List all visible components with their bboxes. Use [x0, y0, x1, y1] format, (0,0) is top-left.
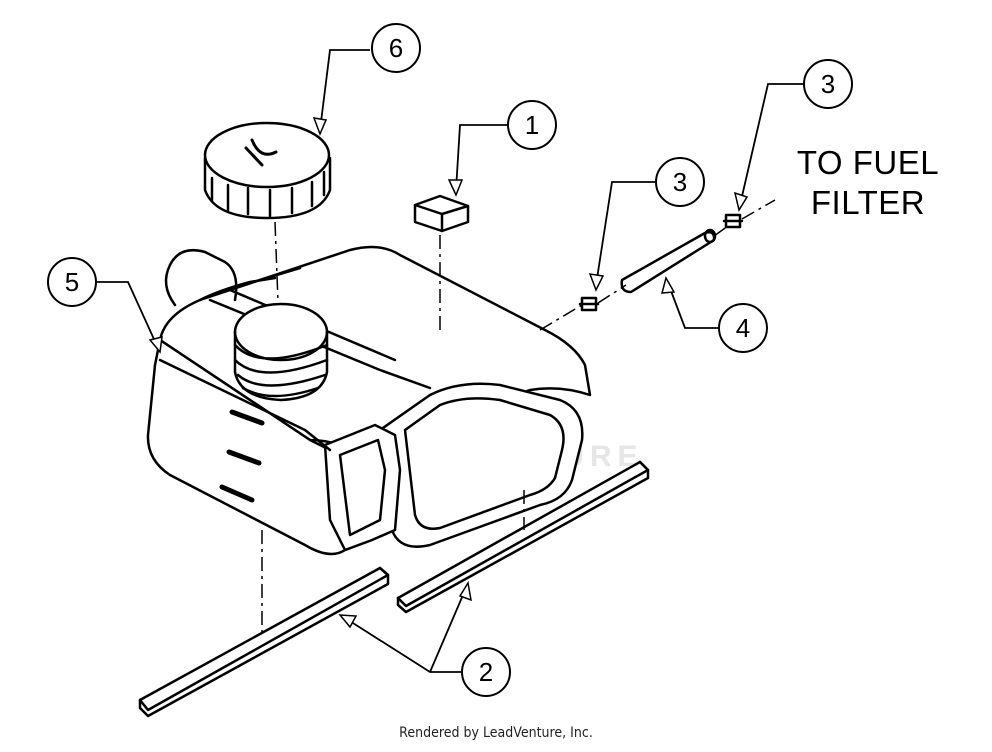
callout-label-6: 6 [389, 33, 403, 63]
callout-label-3b: 3 [821, 69, 835, 99]
arrowhead-3b [733, 191, 749, 212]
arrowhead-1 [447, 179, 464, 197]
mounting-strip-right [396, 460, 650, 614]
mounting-strip-left [138, 566, 390, 718]
callout-label-5: 5 [65, 267, 79, 297]
fuel-tank [146, 245, 592, 556]
callout-circle-4 [718, 303, 768, 353]
callout-label-3a: 3 [673, 167, 687, 197]
arrowhead-5 [148, 336, 163, 354]
callout-circle-6 [371, 23, 421, 73]
callout-circle-3a [655, 157, 705, 207]
callout-label-4: 4 [736, 313, 750, 343]
callout-label-1: 1 [525, 110, 539, 140]
callout-circle-5 [47, 257, 97, 307]
callout-circle-1 [507, 100, 557, 150]
note-line-1: TO FUEL [796, 144, 940, 181]
callout-circle-2 [461, 647, 511, 697]
to-fuel-filter-note: TO FUEL FILTER [778, 143, 958, 223]
arrowhead-2a [338, 614, 358, 629]
arrowhead-3a [588, 273, 605, 292]
hose-clamp-lower [578, 296, 600, 312]
hose-clamp-upper [722, 213, 744, 229]
arrowhead-4 [661, 276, 676, 294]
arrowhead-2b [458, 580, 472, 602]
part-1-block [413, 194, 470, 233]
callout-label-2: 2 [479, 657, 493, 687]
note-line-2: FILTER [810, 184, 926, 221]
render-credit: Rendered by LeadVenture, Inc. [399, 725, 593, 741]
callout-circle-3b [803, 59, 853, 109]
arrowhead-6 [312, 117, 328, 137]
fuel-cap [203, 121, 332, 220]
